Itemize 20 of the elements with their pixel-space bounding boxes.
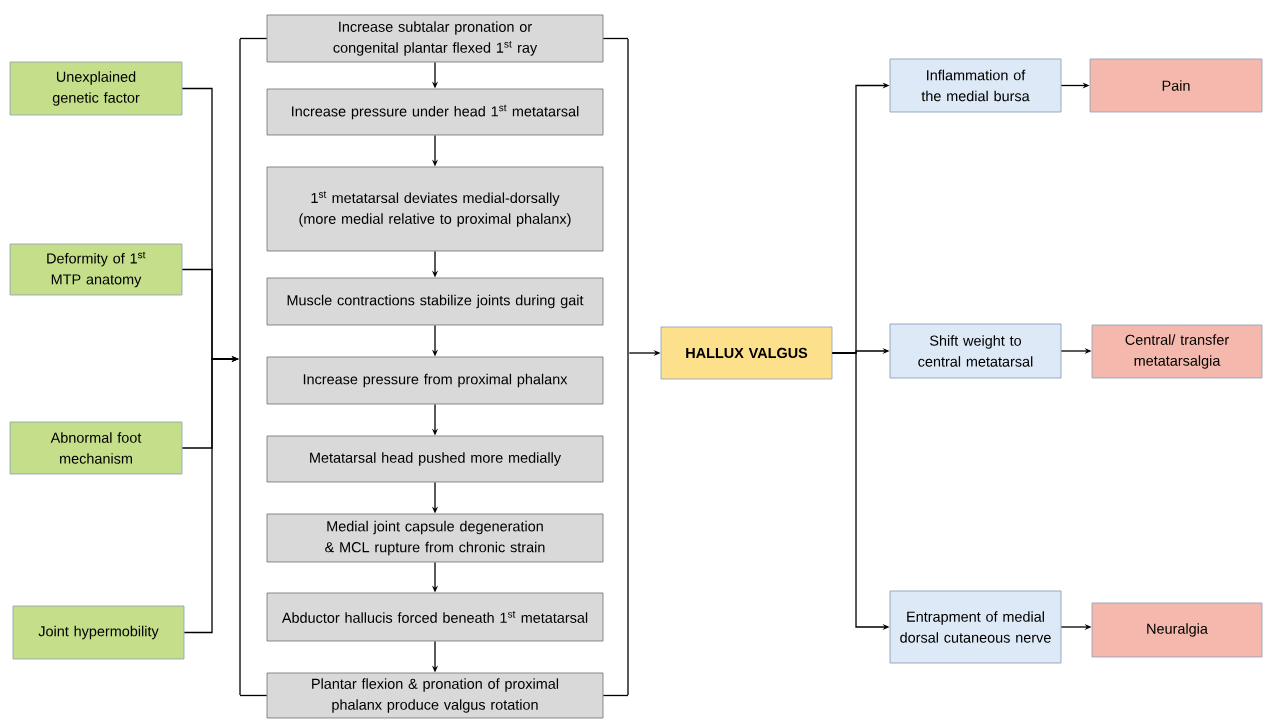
- process-box: Muscle contractions stabilize joints during gait: [266, 277, 604, 326]
- process-box: Abductor hallucis forced beneath 1$^{st}$ metatarsal: [266, 592, 604, 642]
- process-box: 1$^{st}$ metatarsal deviates medial-dorsally (more medial relative to proximal phalanx): [266, 166, 604, 252]
- cause-box: Abnormal foot mechanism: [9, 421, 183, 475]
- process-box: Metatarsal head pushed more medially: [266, 435, 604, 483]
- cause-box: Joint hypermobility: [12, 605, 185, 660]
- process-box: Plantar flexion & pronation of proximal phalanx produce valgus rotation: [266, 672, 604, 719]
- effect-box: Entrapment of medial dorsal cutaneous nerve: [889, 590, 1062, 664]
- cause-box: Deformity of 1$^{st}$ MTP anatomy: [9, 243, 183, 296]
- symptom-box: Neuralgia: [1091, 602, 1263, 658]
- outcome-box: HALLUX VALGUS: [660, 326, 833, 380]
- effect-box: Shift weight to central metatarsal: [889, 323, 1062, 379]
- symptom-box: Pain: [1089, 58, 1263, 113]
- process-box: Increase subtalar pronation or congenital plantar flexed 1$^{st}$ ray: [266, 14, 604, 63]
- effect-box: Inflammation of the medial bursa: [889, 58, 1062, 113]
- symptom-box: Central/ transfer metatarsalgia: [1091, 324, 1263, 379]
- cause-box: Unexplained genetic factor: [9, 61, 183, 116]
- process-box: Medial joint capsule degeneration & MCL rupture from chronic strain: [266, 513, 604, 563]
- process-box: Increase pressure from proximal phalanx: [266, 356, 604, 405]
- process-box: Increase pressure under head 1$^{st}$ metatarsal: [266, 88, 604, 136]
